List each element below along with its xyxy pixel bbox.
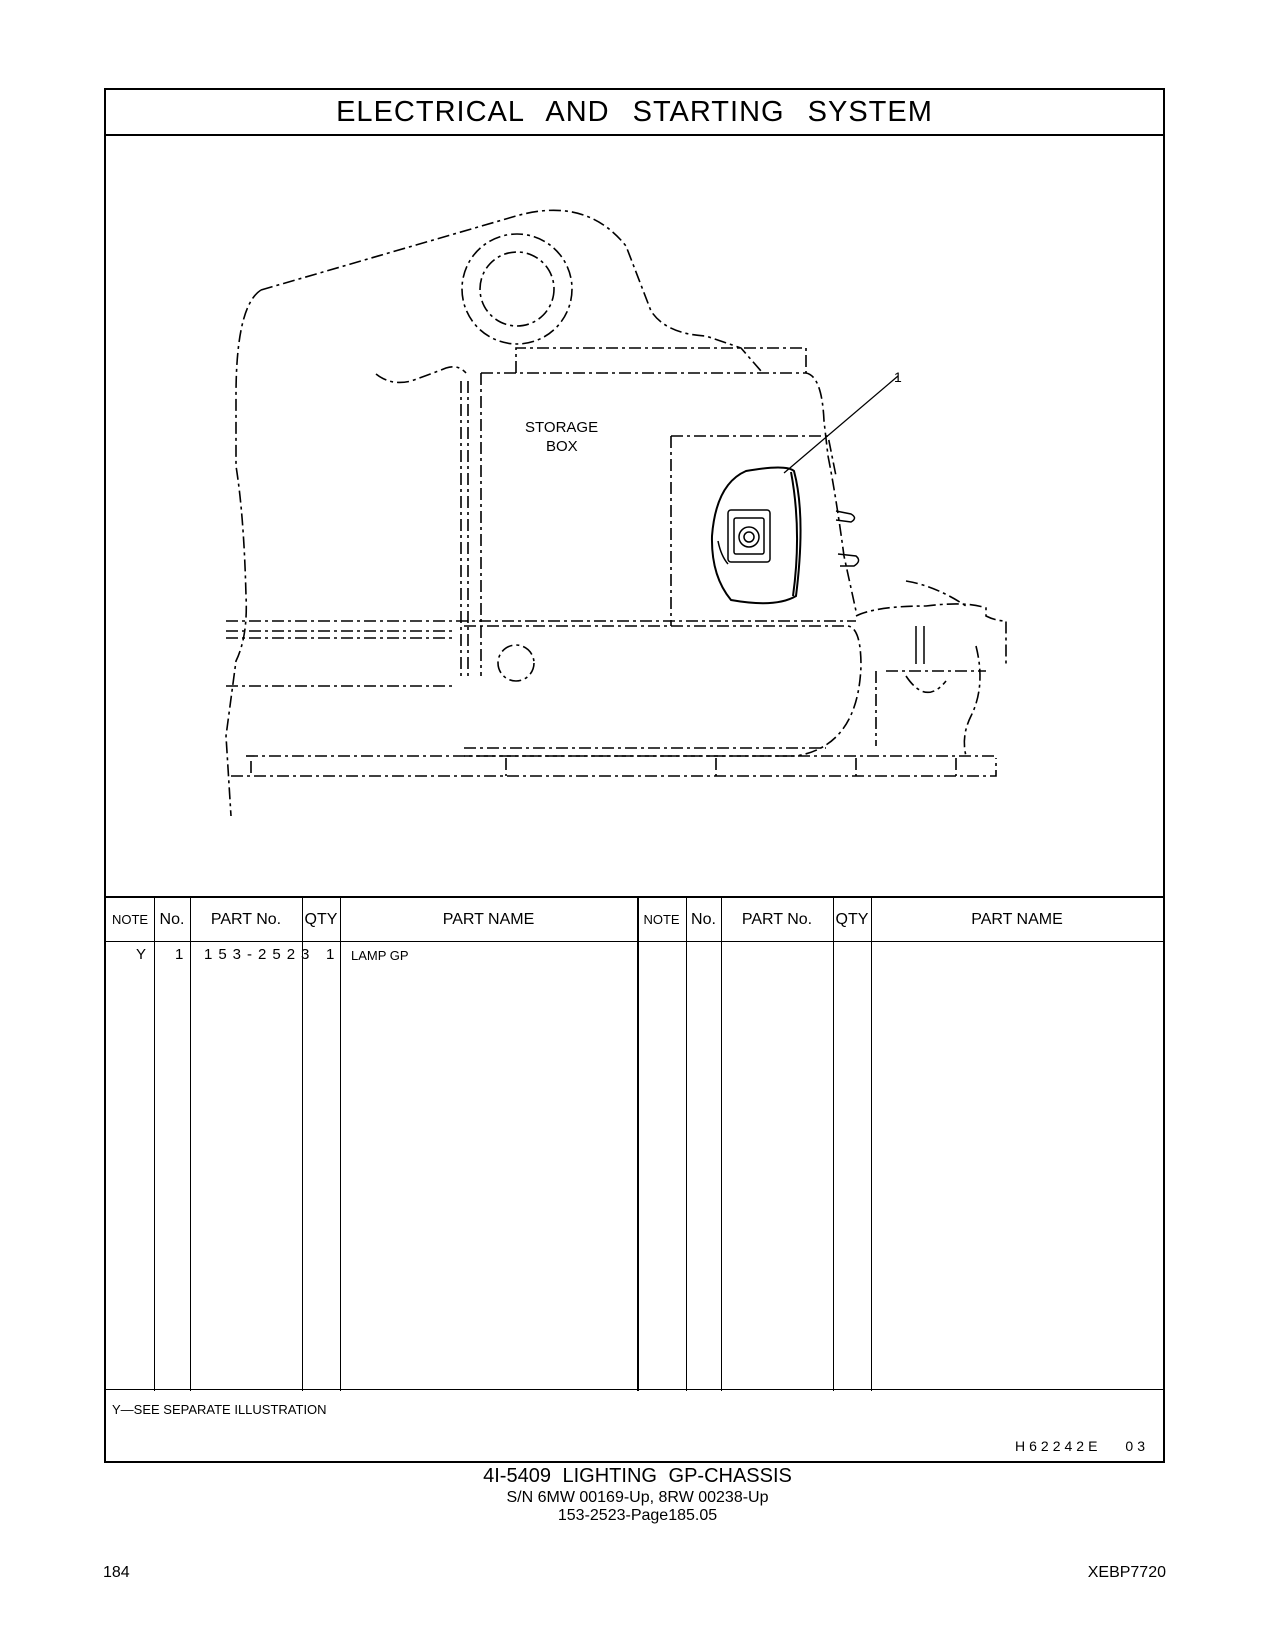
lighting-diagram: STORAGE BOX 1 (225, 209, 1007, 817)
storage-label-line2: BOX (546, 438, 578, 455)
header-part-name: PART NAME (442, 910, 535, 928)
document-code: XEBP7720 (1087, 1564, 1166, 1581)
row-item-no: 1 (175, 946, 184, 963)
row-part-name: LAMP GP (351, 948, 409, 963)
header-part-name-right: PART NAME (971, 910, 1063, 928)
caption-serial: S/N 6MW 00169-Up, 8RW 00238-Up (506, 1489, 769, 1506)
header-no-right: No. (691, 910, 716, 928)
page-number: 184 (103, 1564, 130, 1581)
header-part-no-right: PART No. (741, 910, 813, 928)
callout-number: 1 (894, 369, 902, 385)
footnote: Y—SEE SEPARATE ILLUSTRATION (112, 1402, 327, 1417)
row-part-no: 153-2523 (204, 946, 316, 963)
header-qty: QTY (304, 910, 338, 928)
parts-table-header (106, 898, 1163, 942)
page-title: ELECTRICAL AND STARTING SYSTEM (106, 90, 1163, 136)
header-note-right: NOTE (643, 912, 680, 927)
page-frame: ELECTRICAL AND STARTING SYSTEM (104, 88, 1165, 1463)
illustration: STORAGE BOX 1 (106, 136, 1163, 896)
storage-label-line1: STORAGE (525, 419, 598, 436)
header-no: No. (159, 910, 185, 928)
row-note: Y (136, 946, 147, 963)
header-note: NOTE (111, 912, 149, 927)
caption-page-ref: 153-2523-Page185.05 (557, 1507, 718, 1524)
row-qty: 1 (326, 946, 335, 963)
caption-title: 4I-5409 LIGHTING GP-CHASSIS (483, 1465, 792, 1487)
header-part-no: PART No. (210, 910, 282, 928)
header-qty-right: QTY (835, 910, 869, 928)
parts-table: NOTE No. PART No. QTY PART NAME NOTE No.… (106, 896, 1163, 1391)
